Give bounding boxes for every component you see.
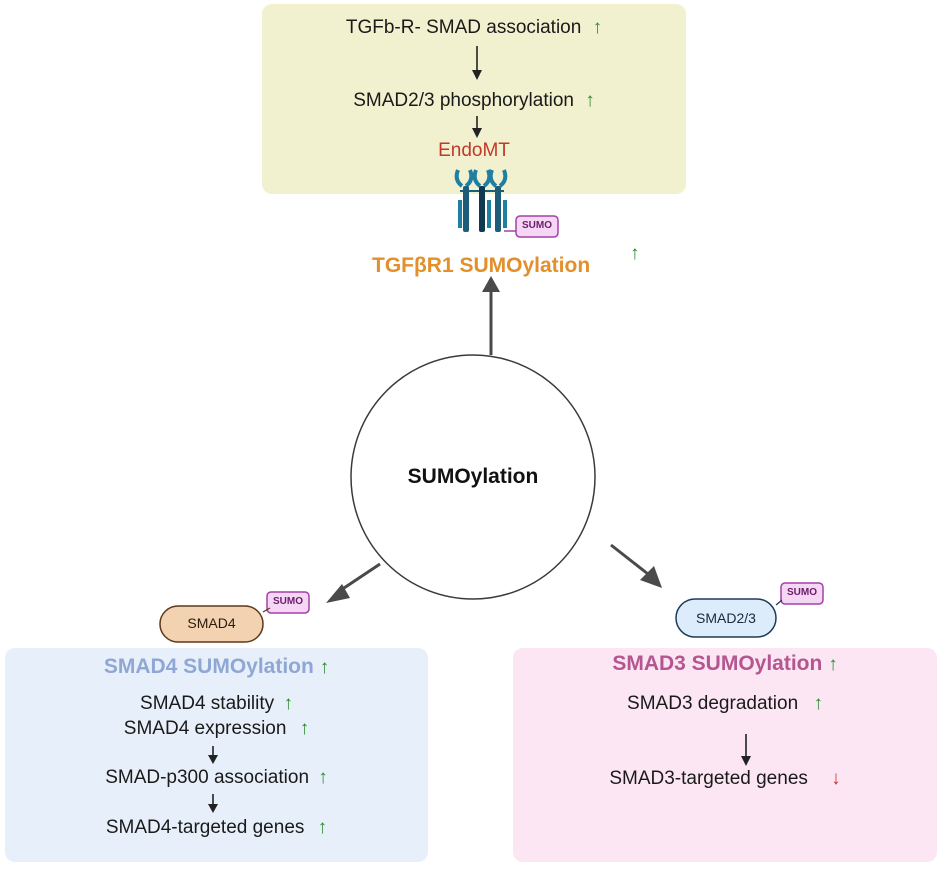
- smad3-flow-arrow: [741, 734, 751, 766]
- smad4-line-2: SMAD4 expression ↑: [5, 718, 428, 740]
- arrow-to-smad3: [610, 543, 662, 588]
- smad3-line-2: SMAD3-targeted genes ↓: [513, 768, 937, 790]
- up-arrow-icon: ↑: [813, 693, 823, 714]
- smad4-flow-arrow-2: [208, 794, 218, 813]
- smad4-title-text: SMAD4 SUMOylation: [103, 655, 314, 678]
- sumo-tag-smad4: [266, 591, 310, 614]
- top-line-1-text: TGFb-R- SMAD association: [345, 17, 582, 38]
- smad4-line-3: SMAD-p300 association ↑: [5, 767, 428, 789]
- smad3-line-2-text: SMAD3-targeted genes: [609, 768, 808, 789]
- smad4-line-1-text: SMAD4 stability: [140, 693, 275, 714]
- smad4-flow-arrow-1: [208, 746, 218, 764]
- tgfbr1-title: TGFβR1 SUMOylation: [372, 254, 590, 278]
- up-arrow-icon: ↑: [299, 718, 310, 739]
- smad4-line-2-text: SMAD4 expression: [123, 718, 287, 739]
- smad23-protein-shape: [675, 598, 777, 638]
- smad3-line-1-text: SMAD3 degradation: [627, 693, 799, 714]
- arrow-to-tgfbr1: [482, 276, 500, 355]
- down-arrow-icon: ↓: [831, 768, 841, 789]
- smad3-line-1: SMAD3 degradation ↑: [513, 693, 937, 715]
- tgfbr1-receptor-icon: [454, 169, 516, 232]
- smad4-protein-label: SMAD4: [187, 615, 236, 631]
- center-label: SUMOylation: [407, 465, 539, 488]
- smad3-title-text: SMAD3 SUMOylation: [612, 652, 823, 675]
- endomt-label: EndoMT: [438, 140, 510, 161]
- up-arrow-icon: ↑: [592, 17, 603, 38]
- sumo-tag-smad23: [780, 582, 824, 605]
- up-arrow-icon: ↑: [828, 654, 838, 675]
- sumo-tag-smad23-label: SUMO: [787, 587, 817, 598]
- up-arrow-icon: ↑: [317, 817, 328, 838]
- smad4-line-4: SMAD4-targeted genes ↑: [5, 817, 428, 839]
- smad4-title: SMAD4 SUMOylation ↑: [5, 655, 428, 679]
- tgfbr1-title-text: TGFβR1 SUMOylation: [372, 254, 591, 277]
- top-line-1: TGFb-R- SMAD association ↑: [262, 17, 686, 39]
- top-line-2: SMAD2/3 phosphorylation ↑: [262, 90, 686, 112]
- smad4-protein-shape: [159, 605, 264, 643]
- up-arrow-icon: ↑: [319, 657, 330, 678]
- smad23-protein-label: SMAD2/3: [696, 610, 756, 626]
- arrow-to-smad4: [326, 562, 381, 603]
- smad4-line-1: SMAD4 stability ↑: [5, 693, 428, 715]
- top-line-2-text: SMAD2/3 phosphorylation: [353, 90, 574, 111]
- up-arrow-icon: ↑: [585, 90, 595, 111]
- smad4-line-4-text: SMAD4-targeted genes: [105, 817, 305, 838]
- top-flow-arrow-1: [472, 46, 482, 80]
- top-flow-arrow-2: [472, 116, 482, 138]
- smad4-line-3-text: SMAD-p300 association: [105, 767, 310, 788]
- sumo-tag-smad4-label: SUMO: [273, 596, 303, 607]
- smad3-title: SMAD3 SUMOylation ↑: [513, 652, 937, 676]
- sumoylation-circle: [350, 354, 596, 600]
- up-arrow-icon: ↑: [283, 693, 293, 714]
- top-panel: [262, 4, 686, 194]
- up-arrow-icon: ↑: [630, 243, 640, 264]
- smad3-panel: [513, 648, 937, 862]
- up-arrow-icon: ↑: [318, 767, 328, 788]
- sumo-tag-tgfbr1: [515, 215, 559, 238]
- sumo-tag-tgfbr1-label: SUMO: [522, 220, 552, 231]
